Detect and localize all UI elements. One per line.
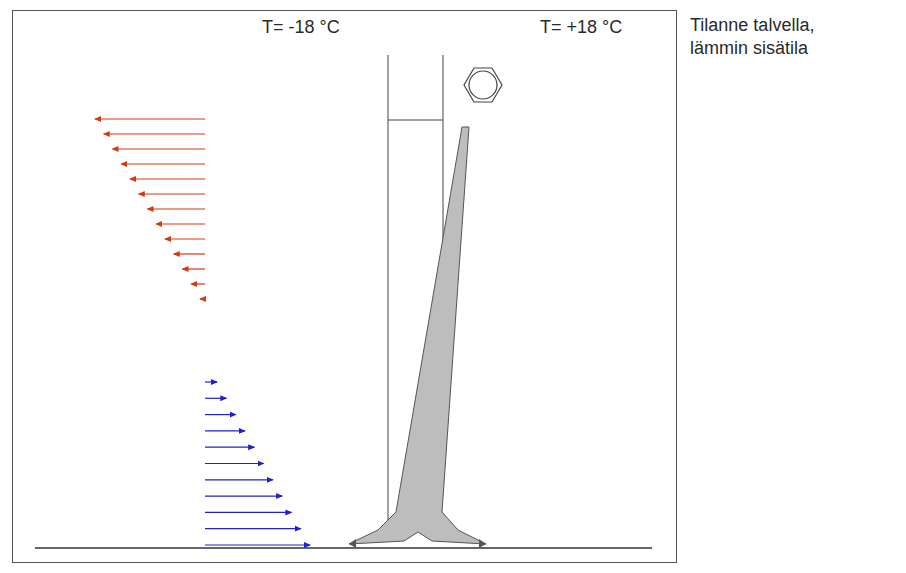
flow-arrow: [174, 253, 205, 254]
flow-arrow: [205, 463, 264, 464]
flow-arrow: [205, 512, 291, 513]
air-flow-arrows: [95, 119, 310, 545]
pipe: [464, 68, 502, 102]
flow-arrow: [104, 133, 205, 134]
flow-arrow: [139, 193, 205, 194]
temperature-label: T= -18 °C: [262, 16, 340, 39]
flow-arrow: [200, 298, 205, 299]
flow-arrow: [205, 479, 273, 480]
flow-arrow: [148, 208, 206, 209]
flow-arrow: [183, 268, 206, 269]
flow-arrow: [205, 496, 282, 497]
flow-arrow: [205, 430, 245, 431]
flow-arrow: [130, 178, 205, 179]
flow-arrow: [113, 148, 206, 149]
frame: [13, 11, 677, 563]
thermal-wedge: [349, 127, 486, 544]
flow-arrow: [205, 447, 254, 448]
flow-arrow: [95, 118, 205, 119]
flow-arrow: [191, 283, 205, 284]
flow-arrow: [205, 528, 301, 529]
wall-line: [388, 55, 389, 540]
arrow-head: [479, 539, 486, 548]
flow-arrow: [121, 163, 205, 164]
ground-line: [35, 547, 652, 549]
flow-arrow: [205, 398, 226, 399]
flow-arrow: [205, 544, 310, 545]
wall-line: [388, 120, 443, 121]
flow-arrow: [156, 223, 205, 224]
caption-note: Tilanne talvella, lämmin sisätila: [690, 14, 855, 61]
flow-arrow: [165, 238, 205, 239]
temperature-label: T= +18 °C: [540, 16, 622, 39]
flow-arrow: [205, 381, 217, 382]
arrow-head: [349, 539, 356, 548]
wall-line: [443, 55, 444, 250]
flow-arrow: [205, 414, 236, 415]
